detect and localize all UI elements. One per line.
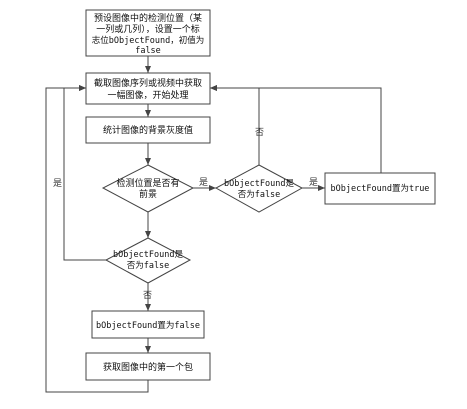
decision-has-obj: 检测位置是否有 前景 (101, 164, 195, 213)
label-no-found-right: 否 (255, 127, 264, 138)
label-no-found-left: 否 (143, 290, 152, 301)
found-left-line-1: bObjectFound是 (113, 250, 183, 260)
node-stats: 统计图像的背景灰度值 (85, 116, 211, 144)
set-true-line-1: bObjectFound置为true (331, 183, 430, 194)
edge-found-right-no (210, 85, 260, 165)
label-yes-found-right: 是 (309, 177, 318, 188)
node-capture: 截取图像序列或视频中获取 一幅图像，开始处理 (85, 72, 211, 105)
node-first-pkg: 获取图像中的第一个包 (85, 352, 211, 381)
edge-set-true-loop (210, 85, 382, 173)
node-preset: 预设图像中的检测位置（某 一列或几列），设置一个标 志位bObjectFound… (85, 9, 211, 57)
preset-line-3: 志位bObjectFound，初值为 (92, 35, 204, 46)
stats-line-1: 统计图像的背景灰度值 (103, 124, 193, 136)
first-pkg-line-1: 获取图像中的第一个包 (103, 361, 193, 373)
edge-found-left-yes-loop (63, 85, 106, 261)
preset-line-1: 预设图像中的检测位置（某 (94, 12, 202, 24)
edge-first-pkg-loop (45, 85, 149, 393)
preset-line-2: 一列或几列），设置一个标 (96, 23, 200, 35)
node-set-true: bObjectFound置为true (324, 172, 436, 205)
found-left-line-2: 否为false (127, 260, 170, 271)
edges (45, 56, 382, 393)
has-obj-line-2: 前景 (139, 188, 157, 200)
decision-found-left: bObjectFound是 否为false (104, 237, 192, 284)
capture-line-2: 一幅图像，开始处理 (107, 89, 188, 101)
preset-line-4: false (135, 46, 161, 56)
node-set-false: bObjectFound置为false (91, 310, 205, 339)
set-false-line-1: bObjectFound置为false (96, 320, 200, 331)
capture-line-1: 截取图像序列或视频中获取 (94, 77, 202, 89)
found-right-line-2: 否为false (238, 189, 281, 200)
edge-labels: 是 是 否 是 否 (53, 127, 318, 301)
label-yes-has-obj: 是 (199, 177, 208, 188)
has-obj-line-1: 检测位置是否有 (116, 177, 179, 189)
label-yes-loop-left: 是 (53, 178, 62, 189)
decision-found-right: bObjectFound是 否为false (214, 164, 304, 213)
found-right-line-1: bObjectFound是 (224, 179, 294, 189)
